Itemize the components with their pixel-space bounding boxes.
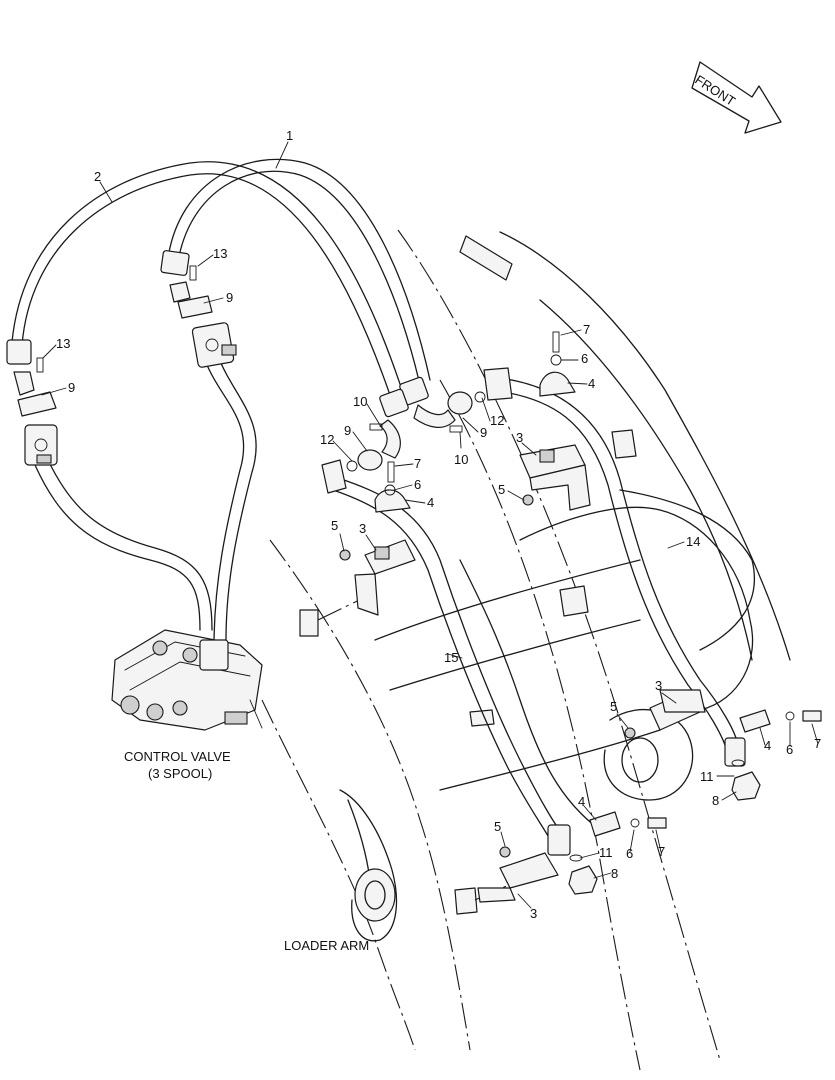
callout-6: 6 [581, 351, 588, 366]
callout-5: 5 [498, 482, 505, 497]
callout-labels: 1 2 13 9 13 9 7 6 4 10 9 12 9 12 3 7 10 … [56, 128, 821, 921]
nut-right [731, 759, 761, 801]
callout-8: 8 [712, 793, 719, 808]
clamp-upper-right [539, 331, 576, 397]
control-valve-caption-line2: (3 SPOOL) [148, 766, 212, 781]
tube-clamp-left [24, 424, 58, 466]
callout-4: 4 [588, 376, 595, 391]
control-valve-caption-line1: CONTROL VALVE [124, 749, 231, 764]
callout-7: 7 [658, 844, 665, 859]
elbow-fitting-right [169, 265, 213, 319]
clamp-upper-mid [374, 461, 411, 513]
nut-mid [568, 854, 598, 895]
hose-2-fitting [6, 339, 409, 418]
callout-8: 8 [611, 866, 618, 881]
callout-15: 15 [444, 650, 458, 665]
callout-6: 6 [786, 742, 793, 757]
leader-lines [41, 141, 819, 909]
front-arrow-icon: FRONT [691, 61, 782, 134]
callout-4: 4 [578, 794, 585, 809]
callout-10: 10 [454, 452, 468, 467]
callout-7: 7 [414, 456, 421, 471]
callout-5: 5 [610, 699, 617, 714]
callout-9: 9 [226, 290, 233, 305]
callout-2: 2 [94, 169, 101, 184]
hose-2 [11, 161, 403, 396]
callout-14: 14 [686, 534, 700, 549]
callout-10: 10 [353, 394, 367, 409]
callout-12: 12 [320, 432, 334, 447]
hose-1 [167, 158, 431, 386]
callout-6: 6 [414, 477, 421, 492]
callout-5: 5 [494, 819, 501, 834]
front-arrow-label: FRONT [692, 72, 738, 109]
valve-tube-right [204, 355, 257, 641]
bracket-upper-mid [339, 539, 416, 616]
callout-9: 9 [480, 425, 487, 440]
callout-3: 3 [530, 906, 537, 921]
callout-3: 3 [359, 521, 366, 536]
callout-9: 9 [344, 423, 351, 438]
callout-4: 4 [427, 495, 434, 510]
elbow-fitting-left [13, 357, 57, 417]
bracket-upper-right [519, 444, 591, 511]
control-valve [111, 629, 263, 731]
callout-11: 11 [599, 845, 613, 860]
tube-clamp-right [191, 322, 237, 368]
center-fittings [346, 391, 486, 472]
callout-11: 11 [700, 769, 714, 784]
loader-arm-caption: LOADER ARM [284, 938, 369, 953]
callout-9: 9 [68, 380, 75, 395]
callout-13: 13 [213, 246, 227, 261]
callout-3: 3 [655, 678, 662, 693]
callout-6: 6 [626, 846, 633, 861]
hose-1-fitting [160, 250, 429, 406]
valve-tube-left [34, 459, 213, 631]
callout-7: 7 [814, 736, 821, 751]
bracket-lower-mid [477, 811, 667, 903]
callout-7: 7 [583, 322, 590, 337]
callout-5: 5 [331, 518, 338, 533]
callout-12: 12 [490, 413, 504, 428]
callout-1: 1 [286, 128, 293, 143]
callout-13: 13 [56, 336, 70, 351]
bracket-lower-right [624, 689, 822, 739]
callout-4: 4 [764, 738, 771, 753]
callout-3: 3 [516, 430, 523, 445]
